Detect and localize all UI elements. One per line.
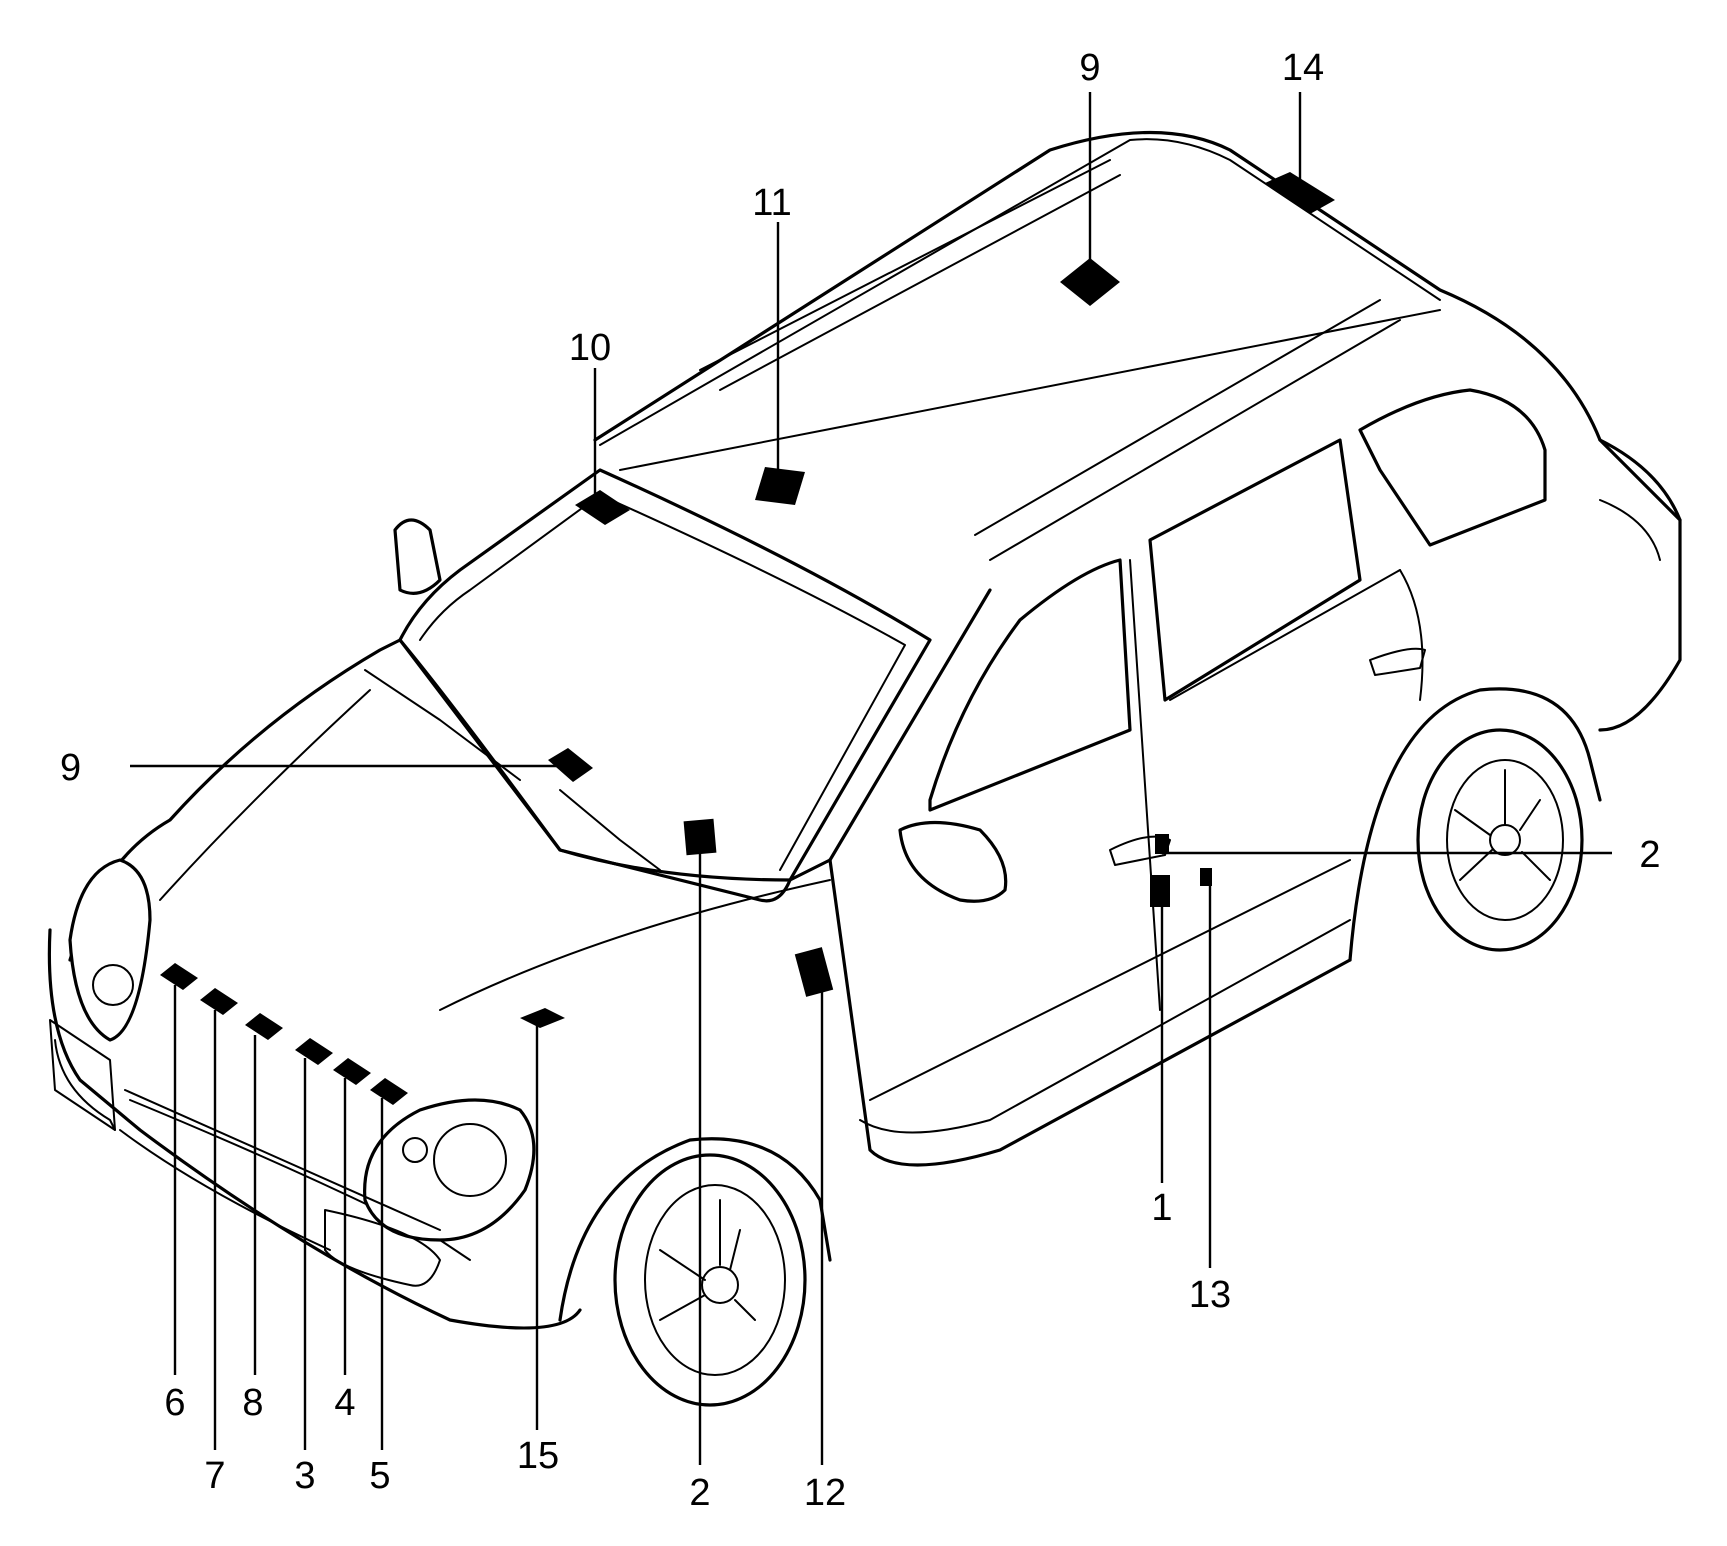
callout-13: 12 xyxy=(804,1472,846,1514)
label-patch-12 xyxy=(755,467,805,505)
callout-4: 4 xyxy=(334,1382,355,1424)
callout-2-bottom: 2 xyxy=(689,1472,710,1514)
callout-3: 3 xyxy=(294,1455,315,1497)
label-patch-13 xyxy=(794,947,834,997)
label-patch-16 xyxy=(520,1008,565,1028)
callout-9: 9 xyxy=(1079,47,1100,89)
label-patch-2-door xyxy=(1155,834,1169,854)
label-patch-5 xyxy=(370,1078,408,1105)
callout-numbers: 9 14 11 10 9 2 1 13 6 8 4 7 3 5 15 2 12 xyxy=(60,47,1661,1514)
callout-14: 13 xyxy=(1189,1274,1231,1316)
vehicle-outline xyxy=(47,130,1682,1407)
label-patch-4 xyxy=(333,1058,371,1085)
callout-8: 8 xyxy=(242,1382,263,1424)
label-patch-7 xyxy=(200,988,238,1015)
label-patch-3 xyxy=(295,1038,333,1065)
label-patch-10 xyxy=(548,748,593,782)
callout-11: 10 xyxy=(569,327,611,369)
callout-12: 11 xyxy=(752,182,791,224)
label-patch-2-windshield xyxy=(683,818,717,856)
label-patch-11 xyxy=(575,490,630,525)
callout-6: 6 xyxy=(164,1382,185,1424)
callout-16: 15 xyxy=(517,1435,559,1477)
label-patch-6 xyxy=(160,963,198,990)
callout-1: 1 xyxy=(1151,1187,1172,1229)
label-patch-8 xyxy=(245,1013,283,1040)
callout-10: 9 xyxy=(60,747,81,789)
label-patch-1 xyxy=(1150,875,1170,907)
callout-7: 7 xyxy=(204,1455,225,1497)
leader-lines xyxy=(130,92,1612,1465)
callout-5: 5 xyxy=(369,1455,390,1497)
callout-2-right: 2 xyxy=(1639,834,1660,876)
callout-15: 14 xyxy=(1282,47,1324,89)
